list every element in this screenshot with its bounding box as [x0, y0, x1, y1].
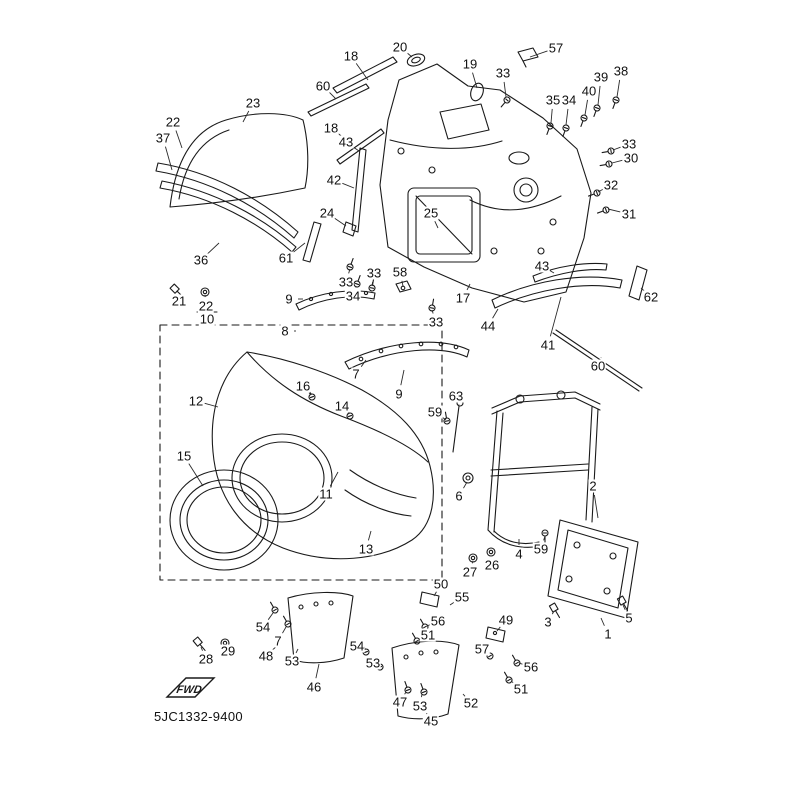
part-callout-18: 18 — [342, 48, 360, 64]
part-callout-26: 26 — [483, 557, 501, 573]
part-callout-53: 53 — [283, 653, 301, 669]
inner-panel-shape — [379, 63, 592, 303]
part-callout-57: 57 — [473, 641, 491, 657]
part-callout-5: 5 — [624, 610, 634, 626]
part-callout-51: 51 — [512, 681, 530, 697]
cowling-group — [159, 324, 443, 581]
part-callout-19: 19 — [461, 56, 479, 72]
fwd-arrow: FWD — [165, 677, 216, 698]
part-callout-47: 47 — [391, 694, 409, 710]
part-callout-13: 13 — [357, 541, 375, 557]
part-callout-10: 10 — [198, 311, 216, 327]
part-callout-8: 8 — [280, 323, 290, 339]
diagram-code: 5JC1332-9400 — [154, 709, 243, 724]
part-callout-42: 42 — [325, 172, 343, 188]
part-callout-53: 53 — [411, 698, 429, 714]
part-callout-29: 29 — [219, 643, 237, 659]
part-callout-14: 14 — [333, 398, 351, 414]
part-callout-35: 35 — [544, 92, 562, 108]
part-callout-63: 63 — [447, 388, 465, 404]
lower-panel-shapes — [287, 591, 506, 720]
part-callout-28: 28 — [197, 651, 215, 667]
part-callout-46: 46 — [305, 679, 323, 695]
part-callout-16: 16 — [294, 378, 312, 394]
part-callout-27: 27 — [461, 564, 479, 580]
part-callout-52: 52 — [462, 695, 480, 711]
part-callout-36: 36 — [192, 252, 210, 268]
part-callout-33: 33 — [620, 136, 638, 152]
part-callout-62: 62 — [642, 289, 660, 305]
part-callout-3: 3 — [543, 614, 553, 630]
part-callout-48: 48 — [257, 648, 275, 664]
part-callout-43: 43 — [337, 134, 355, 150]
part-callout-9: 9 — [284, 291, 294, 307]
part-callout-33: 33 — [365, 265, 383, 281]
part-callout-17: 17 — [454, 290, 472, 306]
part-callout-37: 37 — [154, 130, 172, 146]
part-callout-56: 56 — [522, 659, 540, 675]
upper-strip-shapes — [302, 56, 398, 263]
part-callout-15: 15 — [175, 448, 193, 464]
stay-frame-shape — [452, 390, 601, 548]
part-callout-24: 24 — [318, 205, 336, 221]
part-callout-57: 57 — [547, 40, 565, 56]
part-callout-33: 33 — [427, 314, 445, 330]
small-parts-top — [406, 47, 539, 102]
part-callout-32: 32 — [602, 177, 620, 193]
part-callout-22: 22 — [164, 114, 182, 130]
part-callout-7: 7 — [351, 366, 361, 382]
part-callout-9: 9 — [394, 386, 404, 402]
part-callout-54: 54 — [254, 619, 272, 635]
part-callout-34: 34 — [344, 288, 362, 304]
part-callout-7: 7 — [273, 633, 283, 649]
part-callout-41: 41 — [539, 337, 557, 353]
part-callout-39: 39 — [592, 69, 610, 85]
part-callout-49: 49 — [497, 612, 515, 628]
part-callout-25: 25 — [422, 205, 440, 221]
fwd-label: FWD — [175, 684, 202, 696]
part-callout-58: 58 — [391, 264, 409, 280]
part-callout-56: 56 — [429, 613, 447, 629]
part-callout-51: 51 — [419, 627, 437, 643]
part-callout-1: 1 — [603, 626, 613, 642]
windshield-shape — [169, 113, 309, 208]
part-callout-61: 61 — [277, 250, 295, 266]
part-callout-59: 59 — [532, 541, 550, 557]
part-callout-34: 34 — [560, 92, 578, 108]
part-callout-2: 2 — [588, 478, 598, 494]
part-callout-30: 30 — [622, 150, 640, 166]
part-callout-60: 60 — [589, 358, 607, 374]
part-callout-6: 6 — [454, 488, 464, 504]
part-callout-12: 12 — [187, 393, 205, 409]
part-callout-38: 38 — [612, 63, 630, 79]
part-callout-20: 20 — [391, 39, 409, 55]
part-callout-43: 43 — [533, 258, 551, 274]
part-callout-33: 33 — [494, 65, 512, 81]
part-callout-33: 33 — [337, 274, 355, 290]
part-callout-60: 60 — [314, 78, 332, 94]
part-callout-53: 53 — [364, 655, 382, 671]
part-callout-54: 54 — [348, 638, 366, 654]
part-callout-11: 11 — [318, 486, 334, 502]
part-callout-45: 45 — [422, 713, 440, 729]
part-callout-59: 59 — [426, 404, 444, 420]
part-callout-4: 4 — [514, 546, 524, 562]
part-callout-21: 21 — [170, 293, 188, 309]
part-callout-18: 18 — [322, 120, 340, 136]
part-callout-31: 31 — [620, 206, 638, 222]
part-callout-44: 44 — [479, 318, 497, 334]
part-callout-50: 50 — [432, 576, 450, 592]
part-callout-22: 22 — [197, 298, 215, 314]
part-callout-23: 23 — [244, 95, 262, 111]
part-callout-40: 40 — [580, 83, 598, 99]
part-callout-55: 55 — [453, 589, 471, 605]
